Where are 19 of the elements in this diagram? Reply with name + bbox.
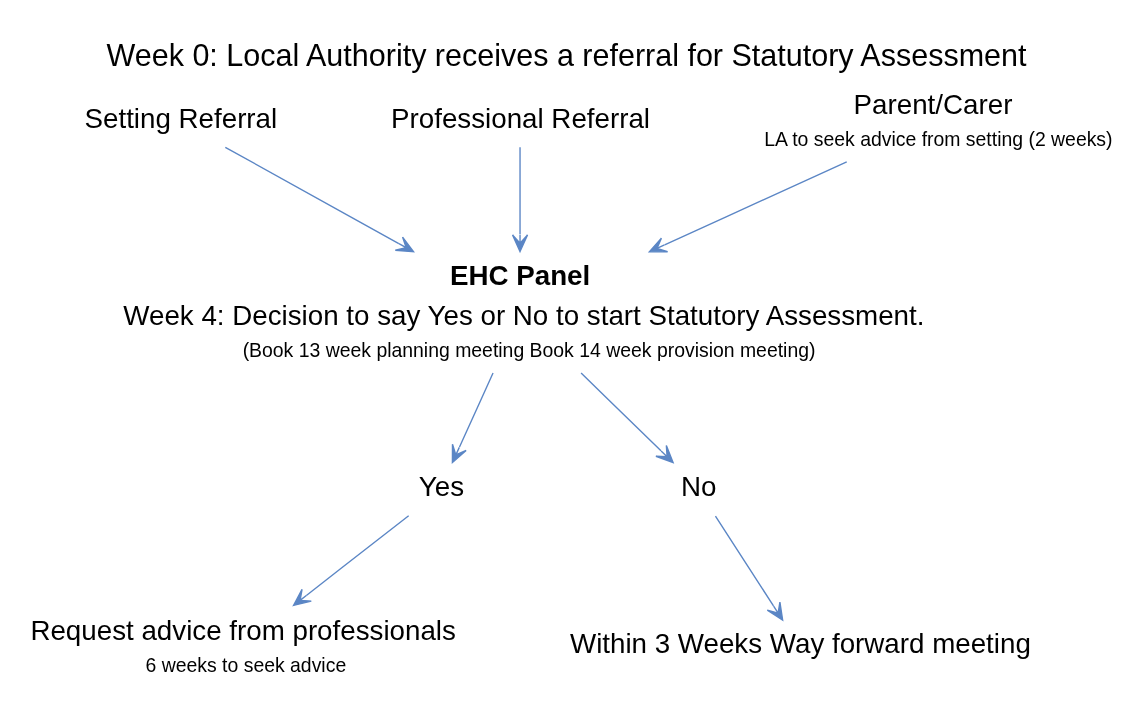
- node-label: (Book 13 week planning meeting Book 14 week provision meeting): [242, 338, 816, 361]
- node-text: No: [680, 470, 717, 502]
- node-text: Within 3 Weeks Way forward meeting: [569, 627, 1031, 659]
- node-text: Parent/Carer: [853, 88, 1013, 120]
- arrow: [511, 146, 529, 252]
- diagram-title: Week 0: Local Authority receives a referral for Statutory Assessment: [106, 37, 1027, 72]
- arrow: [292, 514, 410, 606]
- node-text: Request advice from professionals: [30, 614, 456, 646]
- node-label: LA to seek advice from setting (2 weeks): [764, 127, 1113, 150]
- node-label: 6 weeks to seek advice: [145, 653, 347, 676]
- node-text: Setting Referral: [84, 102, 278, 134]
- node-text: Professional Referral: [391, 102, 651, 134]
- arrow: [580, 371, 674, 463]
- arrow: [648, 160, 848, 253]
- node-text: EHC Panel Week 4: Decision to say Yes or No to start Statutory Assessment.: [123, 259, 925, 331]
- arrow: [224, 146, 415, 252]
- node-text: Yes: [418, 470, 465, 502]
- arrow: [714, 514, 784, 621]
- arrow: [451, 371, 494, 463]
